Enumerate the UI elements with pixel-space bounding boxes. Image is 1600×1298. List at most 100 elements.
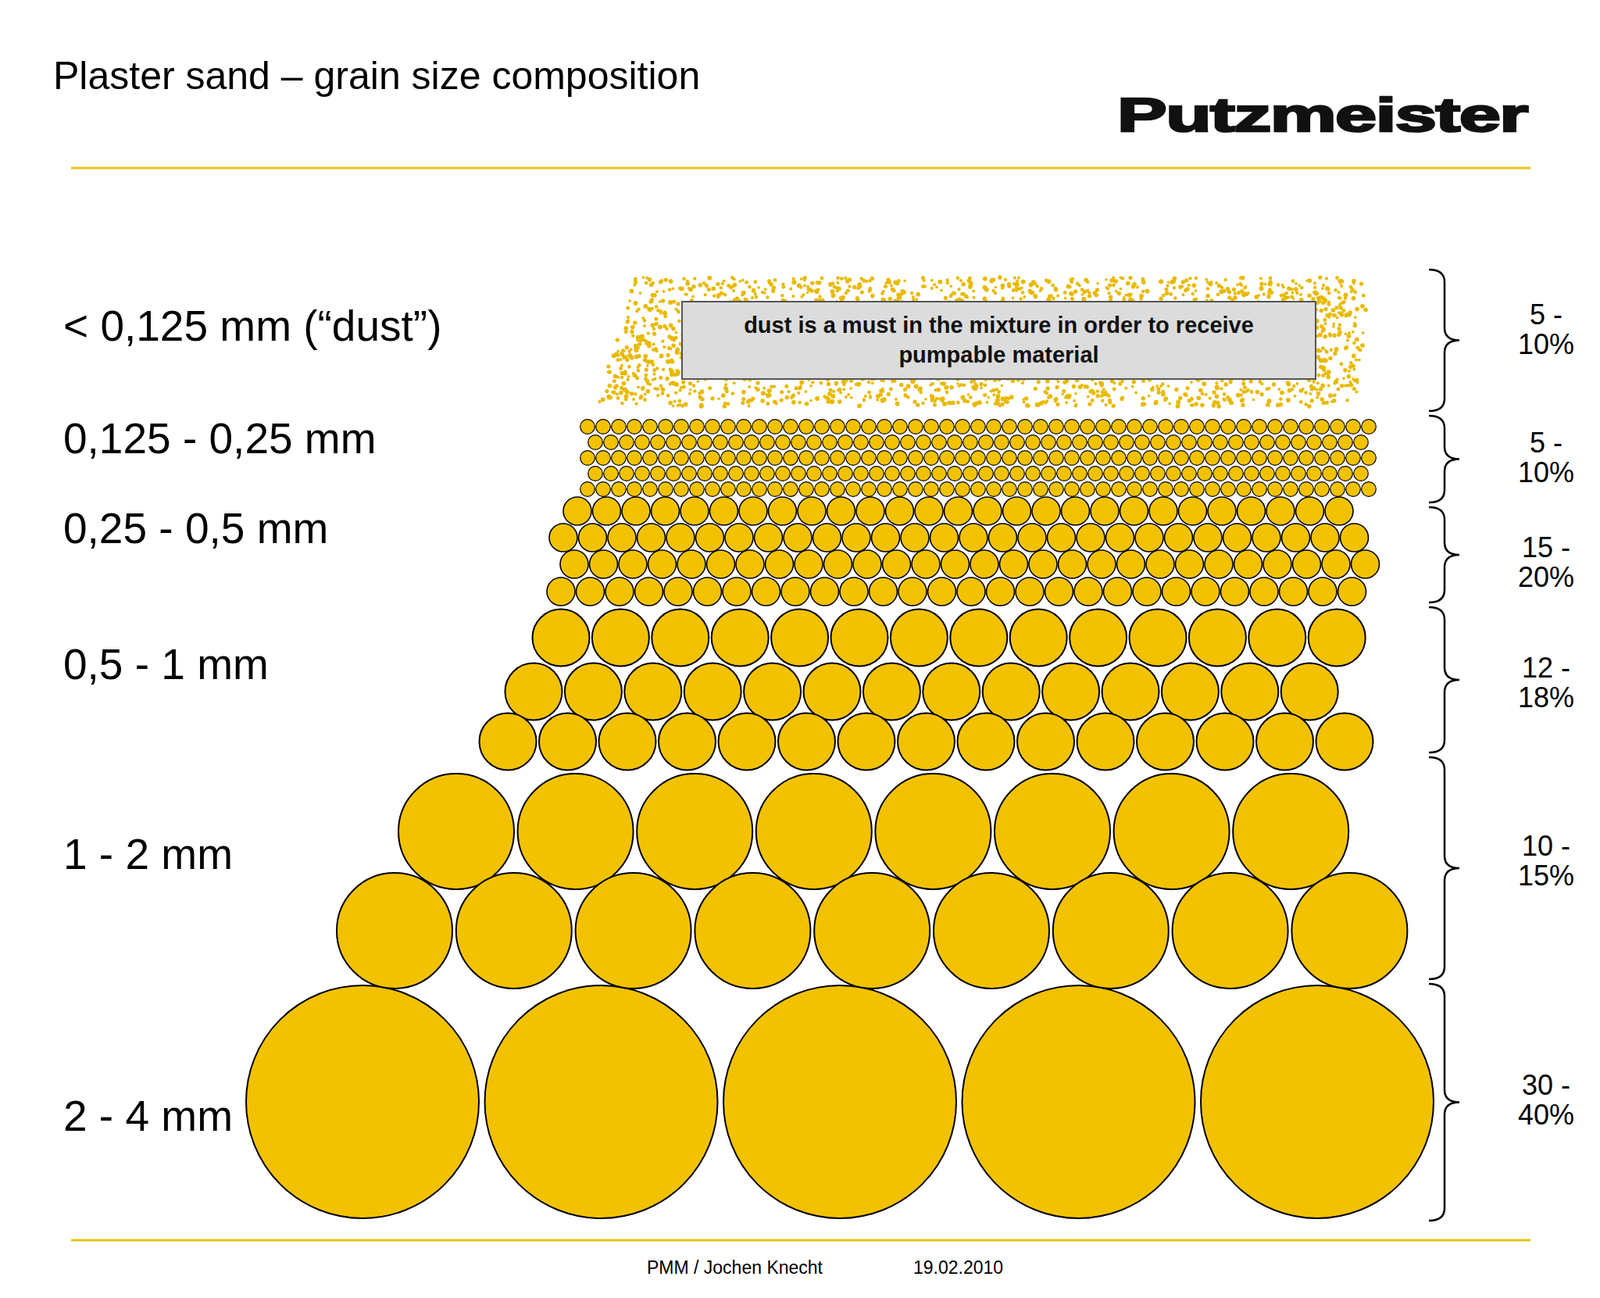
dust-dot xyxy=(707,275,712,281)
dust-dot xyxy=(923,285,927,289)
dust-dot xyxy=(802,277,807,282)
dust-dot xyxy=(1193,401,1198,406)
dust-dot xyxy=(1063,290,1068,295)
dust-dot xyxy=(978,382,983,386)
dust-dot xyxy=(1259,287,1263,291)
dust-dot xyxy=(753,279,758,284)
dust-dot xyxy=(1073,289,1079,294)
dust-dot xyxy=(660,387,665,392)
dust-dot xyxy=(1343,346,1348,350)
dust-dot xyxy=(791,400,797,405)
dust-dot xyxy=(1000,402,1004,407)
dust-dot xyxy=(1339,361,1343,366)
dust-dot xyxy=(828,388,833,393)
dust-dot xyxy=(1345,398,1349,402)
dust-dot xyxy=(829,399,835,404)
dust-dot xyxy=(740,400,745,405)
dust-dot xyxy=(1339,383,1345,389)
dust-dot xyxy=(765,401,770,406)
dust-dot xyxy=(666,393,671,398)
dust-dot xyxy=(620,352,625,357)
dust-dot xyxy=(1341,308,1346,313)
dust-dot xyxy=(1078,283,1082,287)
dust-dot xyxy=(1194,276,1198,280)
dust-dot xyxy=(1285,397,1291,403)
dust-dot xyxy=(725,386,729,390)
dust-dots xyxy=(597,275,1368,408)
dust-dot xyxy=(1242,385,1247,390)
dust-dot xyxy=(762,291,766,295)
dust-dot xyxy=(1313,285,1317,289)
dust-dot xyxy=(1318,386,1323,391)
dust-dot xyxy=(1354,358,1358,362)
dust-dot xyxy=(1360,303,1365,309)
dust-dot xyxy=(1259,276,1263,280)
dust-dot xyxy=(982,276,988,282)
dust-dot xyxy=(1173,296,1178,300)
dust-dot xyxy=(657,324,663,329)
dust-dot xyxy=(626,318,630,322)
dust-dot xyxy=(1281,391,1285,395)
dust-dot xyxy=(642,353,648,359)
dust-dot xyxy=(1011,288,1016,293)
dust-dot xyxy=(634,401,638,405)
dust-dot xyxy=(906,383,911,389)
dust-dot xyxy=(1018,296,1022,300)
dust-dot xyxy=(1194,289,1198,293)
dust-dot xyxy=(1271,382,1276,386)
dust-dot xyxy=(1349,285,1354,290)
dust-dot xyxy=(646,364,650,368)
footer-rule xyxy=(71,1239,1531,1242)
dust-dot xyxy=(835,275,840,280)
dust-dot xyxy=(1360,342,1365,348)
dust-dot xyxy=(639,291,643,295)
dust-dot xyxy=(656,308,661,313)
dust-dot xyxy=(1090,398,1095,403)
dust-dot xyxy=(899,382,904,387)
dust-dot xyxy=(800,277,804,281)
dust-dot xyxy=(1104,278,1108,282)
dust-dot xyxy=(1221,396,1225,400)
dust-dot xyxy=(845,278,850,284)
dust-dot xyxy=(844,395,848,399)
dust-dot xyxy=(643,373,648,378)
dust-dot xyxy=(1071,277,1075,281)
dust-dot xyxy=(1033,386,1038,391)
dust-dot xyxy=(1070,280,1074,284)
dust-dot xyxy=(1292,384,1296,388)
dust-dot xyxy=(815,280,820,285)
dust-dot xyxy=(1316,354,1321,359)
dust-dot xyxy=(997,275,1003,280)
dust-dot xyxy=(914,383,919,389)
dust-dot xyxy=(820,275,825,280)
dust-dot xyxy=(712,293,716,297)
dust-dot xyxy=(614,386,618,390)
dust-dot xyxy=(719,285,724,290)
dust-dot xyxy=(1352,341,1356,345)
dust-dot xyxy=(616,396,620,400)
dust-dot xyxy=(957,384,961,388)
dust-dot xyxy=(817,294,822,298)
dust-dot xyxy=(1359,281,1364,286)
dust-dot xyxy=(625,389,630,395)
dust-dot xyxy=(1175,403,1181,409)
dust-dot xyxy=(765,295,769,299)
dust-dot xyxy=(1160,392,1165,397)
dust-dot xyxy=(810,281,815,286)
dust-dot xyxy=(1141,277,1146,282)
dust-dot xyxy=(642,275,646,279)
dust-dot xyxy=(1297,283,1301,287)
dust-dot xyxy=(750,296,754,300)
dust-dot xyxy=(834,382,839,386)
dust-dot xyxy=(1207,282,1213,287)
dust-dot xyxy=(692,383,697,388)
dust-dot xyxy=(629,391,635,397)
dust-dot xyxy=(1279,390,1284,395)
dust-dot xyxy=(692,389,697,393)
dust-dot xyxy=(1255,389,1261,395)
dust-dot xyxy=(1021,381,1025,385)
dust-dot xyxy=(1157,390,1161,395)
dust-dot xyxy=(1072,399,1076,403)
dust-dot xyxy=(679,285,685,291)
dust-dot xyxy=(1196,395,1201,400)
